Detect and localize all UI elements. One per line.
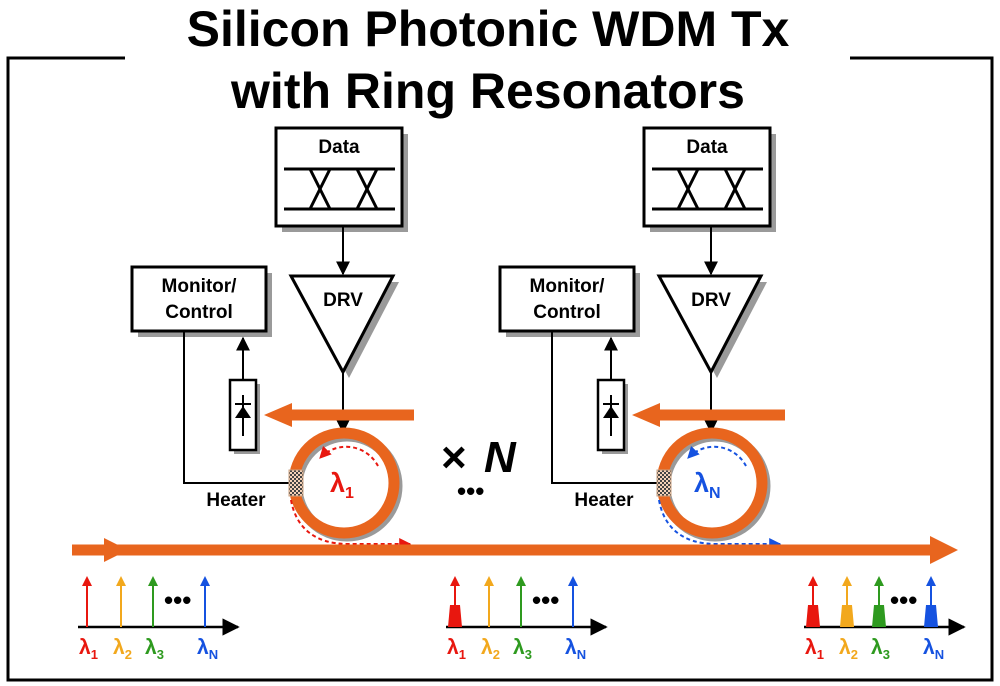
spectral-line-arrowhead (148, 576, 158, 586)
title-line-1: Silicon Photonic WDM Tx (187, 1, 790, 57)
drop-waveguide-arrowhead (264, 403, 292, 427)
spectral-line-arrowhead (200, 576, 210, 586)
driver-triangle: DRV (288, 274, 399, 378)
heater-label: Heater (574, 490, 634, 511)
wavelength-label: λN (197, 636, 218, 662)
spectrum-ellipsis: ••• (890, 585, 917, 615)
ring-light-arrow-top (687, 445, 747, 467)
driver-label: DRV (323, 290, 363, 311)
spectrum-after-first-ring: λ1 λ2 λ3 λN••• (446, 576, 608, 662)
drop-waveguide-arrowhead (632, 403, 660, 427)
outer-frame (6, 56, 994, 682)
wavelength-label: λN (565, 636, 586, 662)
heater-control-line (183, 331, 291, 484)
wavelength-label: λ1 (805, 636, 824, 662)
ring-light-arrow-top (319, 445, 379, 467)
data-label: Data (318, 137, 360, 158)
data-box: Data (642, 126, 776, 232)
monitor-label-line2: Control (533, 302, 601, 323)
spectrum-ellipsis: ••• (532, 585, 559, 615)
monitor-control-box: Monitor/ Control (498, 265, 640, 337)
title-line-2: with Ring Resonators (230, 63, 745, 119)
heater-control-line (551, 331, 659, 484)
spectral-line-arrowhead (842, 576, 852, 586)
wavelength-label: λ3 (145, 636, 164, 662)
wavelength-label: λ2 (481, 636, 500, 662)
times-symbol: × (441, 433, 467, 482)
ring-wavelength-label: λN (694, 468, 721, 502)
wavelength-label: λ2 (113, 636, 132, 662)
wavelength-label: λ1 (447, 636, 466, 662)
ellipsis-dots: ••• (457, 476, 484, 506)
wavelength-label: λ3 (871, 636, 890, 662)
bus-waveguide (72, 536, 958, 564)
eye-diagram-icon (652, 167, 763, 211)
spectral-line-arrowhead (116, 576, 126, 586)
spectral-line-arrowhead (484, 576, 494, 586)
heater-element (656, 469, 672, 497)
channel-multiplier: × N ••• (441, 433, 517, 506)
ring-light-arrow-bottom (658, 499, 782, 550)
driver-label: DRV (691, 290, 731, 311)
monitor-label-line1: Monitor/ (530, 276, 606, 297)
data-box: Data (274, 126, 408, 232)
spectral-line-arrowhead (808, 576, 818, 586)
eye-diagram-icon (284, 167, 395, 211)
ring-wavelength-label: λ1 (330, 468, 354, 502)
wavelength-label: λ2 (839, 636, 858, 662)
wavelength-label: λN (923, 636, 944, 662)
channel-1: Data DRV Monitor/ Control (130, 126, 414, 550)
driver-triangle: DRV (656, 274, 767, 378)
photodiode-icon (228, 378, 260, 454)
spectrum-ellipsis: ••• (164, 585, 191, 615)
heater-element (288, 469, 304, 497)
bus-end-arrowhead (930, 536, 958, 564)
spectral-line-arrowhead (516, 576, 526, 586)
photodiode-icon (596, 378, 628, 454)
bus-mid-arrowhead (104, 538, 128, 562)
spectral-line-arrowhead (82, 576, 92, 586)
spectral-line-arrowhead (568, 576, 578, 586)
n-label: N (484, 433, 517, 482)
data-label: Data (686, 137, 728, 158)
spectral-line-arrowhead (926, 576, 936, 586)
monitor-label-line2: Control (165, 302, 233, 323)
wavelength-label: λ1 (79, 636, 98, 662)
monitor-label-line1: Monitor/ (162, 276, 238, 297)
channel-n: Data DRV Monitor/ Control (498, 126, 785, 550)
spectrum-input: λ1 λ2 λ3 λN••• (78, 576, 240, 662)
heater-label: Heater (206, 490, 266, 511)
wavelength-label: λ3 (513, 636, 532, 662)
spectral-line-arrowhead (874, 576, 884, 586)
spectrum-output: λ1 λ2 λ3 λN••• (804, 576, 966, 662)
ring-light-arrow-bottom (290, 499, 412, 550)
ring-resonator (656, 427, 768, 539)
monitor-control-box: Monitor/ Control (130, 265, 272, 337)
spectral-line-arrowhead (450, 576, 460, 586)
